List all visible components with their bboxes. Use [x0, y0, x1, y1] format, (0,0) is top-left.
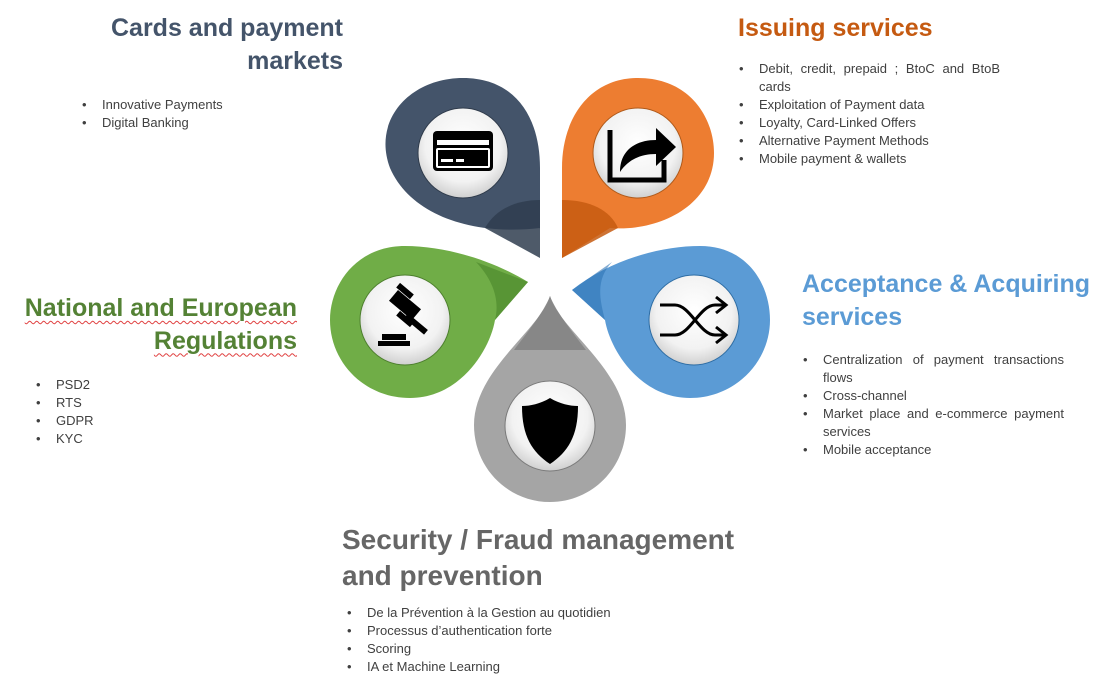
list-item: Scoring	[345, 640, 685, 658]
list-item: Exploitation of Payment data	[737, 96, 1000, 114]
security-title: Security / Fraud management and preventi…	[342, 522, 802, 595]
security-list: De la Prévention à la Gestion au quotidi…	[345, 604, 685, 676]
shield-icon	[522, 398, 578, 464]
list-item: Loyalty, Card-Linked Offers	[737, 114, 1000, 132]
regulations-title-line-1: National and European	[24, 294, 297, 322]
issuing-title: Issuing services	[738, 14, 933, 42]
regulations-title-line-2: Regulations	[153, 326, 297, 355]
acceptance-list: Centralization of payment transactions f…	[801, 351, 1064, 459]
list-item: Innovative Payments	[80, 96, 300, 114]
list-item: Mobile payment & wallets	[737, 150, 1000, 168]
petal-cards	[385, 78, 540, 258]
cards-title-line-2: markets	[247, 46, 343, 75]
acceptance-title-line-2: services	[802, 302, 903, 331]
security-title-line-2: and prevention	[342, 560, 543, 592]
petal-security	[474, 296, 626, 502]
shuffle-icon	[660, 295, 729, 345]
list-item: De la Prévention à la Gestion au quotidi…	[345, 604, 685, 622]
credit-card-icon	[433, 131, 493, 171]
regulations-title: National and European Regulations	[0, 292, 297, 357]
list-item: PSD2	[34, 376, 184, 394]
list-item: Centralization of payment transactions f…	[801, 351, 1064, 387]
list-item: IA et Machine Learning	[345, 658, 685, 676]
petal-acceptance	[572, 246, 770, 398]
acceptance-title-line-1: Acceptance & Acquiring	[802, 270, 1091, 298]
regulations-section: National and European Regulations	[0, 292, 297, 357]
security-title-line-1: Security / Fraud management	[342, 524, 735, 555]
petal-issuing	[562, 78, 714, 258]
share-arrow-icon	[607, 128, 676, 183]
list-item: RTS	[34, 394, 184, 412]
gavel-icon	[378, 282, 428, 346]
acceptance-section: Acceptance & Acquiring services	[802, 268, 1107, 333]
security-section: Security / Fraud management and preventi…	[342, 522, 802, 595]
regulations-list: PSD2 RTS GDPR KYC	[34, 376, 184, 448]
issuing-section: Issuing services	[738, 12, 1098, 45]
petal-regulations	[330, 246, 528, 398]
list-item: Debit, credit, prepaid ; BtoC and BtoB c…	[737, 60, 1000, 96]
acceptance-title: Acceptance & Acquiring services	[802, 268, 1107, 333]
cards-title: Cards and payment markets	[20, 12, 343, 77]
list-item: Mobile acceptance	[801, 441, 1064, 459]
list-item: Digital Banking	[80, 114, 300, 132]
cards-section: Cards and payment markets	[20, 12, 343, 77]
list-item: Market place and e-commerce payment serv…	[801, 405, 1064, 441]
list-item: Processus d’authentication forte	[345, 622, 685, 640]
issuing-list: Debit, credit, prepaid ; BtoC and BtoB c…	[737, 60, 1000, 168]
list-item: Alternative Payment Methods	[737, 132, 1000, 150]
list-item: GDPR	[34, 412, 184, 430]
cards-list: Innovative Payments Digital Banking	[80, 96, 300, 132]
cards-title-line-1: Cards and payment	[110, 14, 343, 42]
list-item: KYC	[34, 430, 184, 448]
list-item: Cross-channel	[801, 387, 1064, 405]
